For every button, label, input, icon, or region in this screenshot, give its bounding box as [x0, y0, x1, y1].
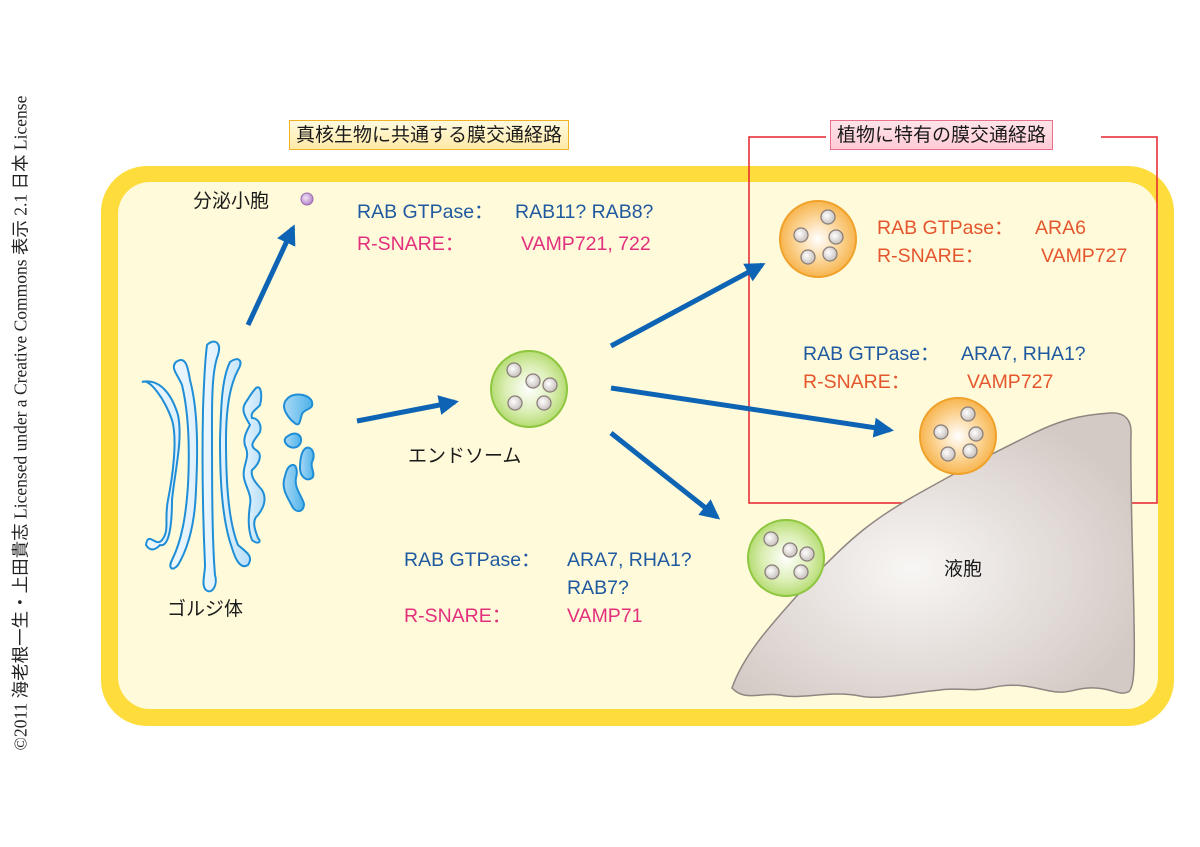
rab-value: ARA7, RHA1?: [961, 343, 1086, 365]
golgi-label: ゴルジ体: [167, 598, 244, 620]
intraluminal-vesicle: [793, 227, 809, 243]
snare-value: VAMP721, 722: [521, 233, 651, 255]
common-pathway-header: 真核生物に共通する膜交通経路: [289, 120, 570, 150]
intraluminal-vesicle: [525, 373, 541, 389]
arrow-endosome-to-ara7: [610, 385, 894, 438]
golgi-apparatus: [141, 340, 315, 593]
intraluminal-vesicle: [507, 395, 523, 411]
ara6-vesicle: [779, 200, 857, 278]
arrow-endosome-to-ara6: [609, 262, 766, 349]
plant-specific-pathway-header: 植物に特有の膜交通経路: [830, 120, 1054, 150]
rab-value: ARA7, RHA1?: [567, 549, 692, 571]
intraluminal-vesicle: [763, 531, 779, 547]
intraluminal-vesicle: [940, 446, 956, 462]
intraluminal-vesicle: [820, 209, 836, 225]
arrow-endosome-to-vacuole: [609, 431, 721, 520]
license-credit: ©2011 海老根一生・上田貴志 Licensed under a Creati…: [0, 0, 40, 847]
rab-key: RAB GTPase：: [357, 201, 494, 223]
arrow-golgi-to-endosome: [356, 395, 459, 424]
license-credit-text: ©2011 海老根一生・上田貴志 Licensed under a Creati…: [10, 95, 31, 751]
snare-key: R-SNARE：: [803, 371, 911, 393]
vacuole-label: 液胞: [944, 558, 983, 580]
ara6-annotation: RAB GTPase： ARA6 R-SNARE： VAMP727: [877, 214, 1167, 270]
intraluminal-vesicle: [782, 542, 798, 558]
intraluminal-vesicle: [542, 377, 558, 393]
rab-value: ARA6: [1035, 217, 1086, 239]
intraluminal-vesicle: [968, 426, 984, 442]
intraluminal-vesicle: [933, 424, 949, 440]
ara7-vesicle: [919, 397, 997, 475]
intraluminal-vesicle: [793, 564, 809, 580]
snare-key: R-SNARE：: [877, 245, 985, 267]
intraluminal-vesicle: [800, 249, 816, 265]
rab-value-2: RAB7?: [567, 577, 629, 599]
intraluminal-vesicle: [764, 564, 780, 580]
snare-key: R-SNARE：: [404, 605, 512, 627]
rab-key: RAB GTPase：: [803, 343, 940, 365]
snare-key: R-SNARE：: [357, 233, 465, 255]
intraluminal-vesicle: [822, 246, 838, 262]
snare-value: VAMP727: [1041, 245, 1128, 267]
snare-value: VAMP727: [967, 371, 1054, 393]
secretory-vesicle-label: 分泌小胞: [193, 190, 270, 212]
endosome-label: エンドソーム: [408, 445, 522, 467]
intraluminal-vesicle: [536, 395, 552, 411]
rab-value: RAB11? RAB8?: [515, 201, 654, 223]
rab-key: RAB GTPase：: [404, 549, 541, 571]
intraluminal-vesicle: [506, 362, 522, 378]
intraluminal-vesicle: [828, 229, 844, 245]
rab-key: RAB GTPase：: [877, 217, 1014, 239]
arrow-golgi-to-secretory: [245, 224, 296, 327]
intraluminal-vesicle: [962, 443, 978, 459]
vacuole: [731, 412, 1136, 699]
arrows: [245, 224, 894, 520]
vacuolar-annotation: RAB GTPase： ARA7, RHA1? RAB7? R-SNARE： VAM…: [404, 546, 734, 630]
secretory-annotation: RAB GTPase： RAB11? RAB8? R-SNARE： VAMP721,…: [357, 198, 717, 258]
snare-value: VAMP71: [567, 605, 643, 627]
ara7-plant-annotation: RAB GTPase： ARA7, RHA1? R-SNARE： VAMP727: [803, 340, 1123, 396]
intraluminal-vesicle: [960, 406, 976, 422]
secretory-vesicle: [300, 192, 314, 206]
intraluminal-vesicle: [799, 546, 815, 562]
